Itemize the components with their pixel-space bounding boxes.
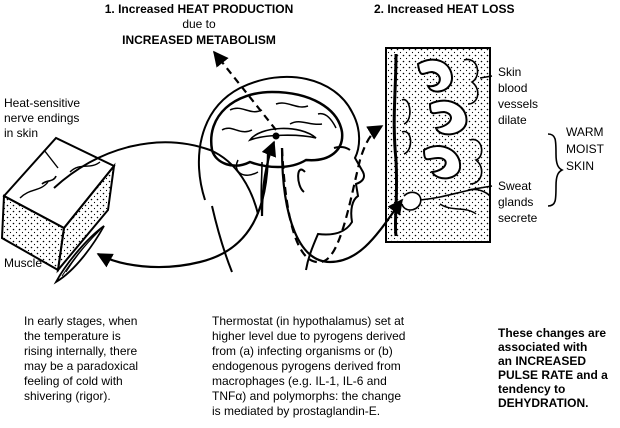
pointer-lines	[43, 75, 564, 207]
heading-heat-production-due-to: due to	[182, 17, 216, 31]
note-changes: These changes are associated with an INC…	[498, 326, 608, 410]
label-sweat-glands: Sweat glands secrete	[498, 179, 538, 225]
eye	[333, 145, 351, 151]
ear	[297, 168, 306, 193]
arrow-nerve-to-brain	[53, 141, 259, 215]
arrow-to-blood-vessels	[280, 125, 384, 264]
arrow-to-muscle	[96, 149, 270, 269]
corpus-callosum	[247, 127, 317, 142]
note-thermostat: Thermostat (in hypothalamus) set at high…	[212, 314, 406, 418]
note-early-stages: In early stages, when the temperature is…	[24, 314, 139, 403]
muscle-spindle	[53, 225, 105, 285]
label-nerve-endings: Heat-sensitive nerve endings in skin	[4, 96, 81, 140]
arrow-to-heat-production	[213, 50, 277, 131]
neck-back	[211, 205, 233, 273]
label-warm-moist-skin: WARM MOIST SKIN	[566, 125, 604, 173]
heading-heat-production: 1. Increased HEAT PRODUCTION	[104, 2, 294, 16]
skin-cross-section	[385, 47, 491, 243]
heading-heat-loss: 2. Increased HEAT LOSS	[374, 2, 515, 16]
arrows	[53, 50, 403, 269]
brace	[547, 133, 564, 207]
label-muscle: Muscle	[4, 256, 43, 270]
head-with-brain	[197, 75, 366, 273]
hypothalamus-dot	[272, 132, 280, 140]
arrow-to-sweat-glands	[280, 147, 403, 264]
brain-outline	[209, 90, 344, 169]
label-skin-vessels: Skin blood vessels dilate	[498, 65, 539, 127]
heading-increased-metabolism: INCREASED METABOLISM	[122, 33, 276, 47]
head-outline	[197, 75, 366, 271]
